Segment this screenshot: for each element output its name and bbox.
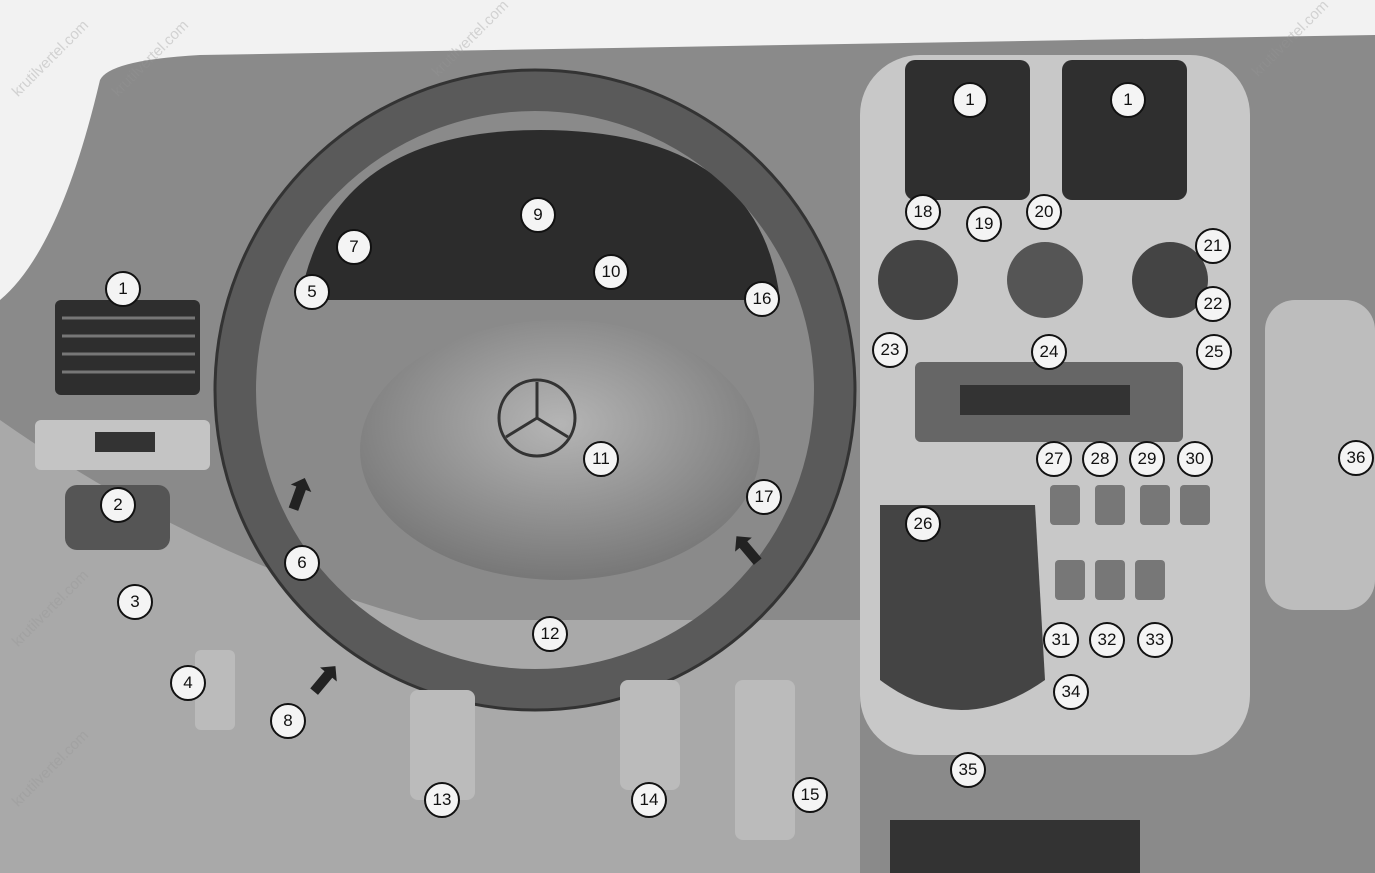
callout-34: 34	[1053, 674, 1089, 710]
callout-12: 12	[532, 616, 568, 652]
callout-1: 1	[952, 82, 988, 118]
climate-knob-left	[878, 240, 958, 320]
center-vent-right	[1062, 60, 1187, 200]
callout-14: 14	[631, 782, 667, 818]
climate-knob-right	[1132, 242, 1208, 318]
gear-shift-boot	[880, 505, 1045, 710]
callout-4: 4	[170, 665, 206, 701]
callout-27: 27	[1036, 441, 1072, 477]
callout-21: 21	[1195, 228, 1231, 264]
callout-7: 7	[336, 229, 372, 265]
left-vent	[55, 300, 200, 395]
callout-5: 5	[294, 274, 330, 310]
callout-3: 3	[117, 584, 153, 620]
callout-1: 1	[1110, 82, 1146, 118]
callout-22: 22	[1195, 286, 1231, 322]
callout-26: 26	[905, 506, 941, 542]
glovebox	[1265, 300, 1375, 610]
callout-17: 17	[746, 479, 782, 515]
callout-23: 23	[872, 332, 908, 368]
callout-35: 35	[950, 752, 986, 788]
callout-11: 11	[583, 441, 619, 477]
pedals	[195, 650, 795, 840]
mercedes-star-logo	[497, 378, 577, 458]
callout-30: 30	[1177, 441, 1213, 477]
callout-16: 16	[744, 281, 780, 317]
callout-24: 24	[1031, 334, 1067, 370]
climate-knob-center	[1007, 242, 1083, 318]
callout-10: 10	[593, 254, 629, 290]
callout-9: 9	[520, 197, 556, 233]
callout-20: 20	[1026, 194, 1062, 230]
callout-25: 25	[1196, 334, 1232, 370]
callout-8: 8	[270, 703, 306, 739]
callout-32: 32	[1089, 622, 1125, 658]
center-vent-left	[905, 60, 1030, 200]
storage-tray	[890, 820, 1140, 873]
callout-18: 18	[905, 194, 941, 230]
callout-19: 19	[966, 206, 1002, 242]
callout-13: 13	[424, 782, 460, 818]
callout-15: 15	[792, 777, 828, 813]
callout-33: 33	[1137, 622, 1173, 658]
callout-36: 36	[1338, 440, 1374, 476]
callout-31: 31	[1043, 622, 1079, 658]
callout-2: 2	[100, 487, 136, 523]
callout-1: 1	[105, 271, 141, 307]
callout-29: 29	[1129, 441, 1165, 477]
callout-6: 6	[284, 545, 320, 581]
steering-wheel-rim	[214, 69, 856, 711]
callout-28: 28	[1082, 441, 1118, 477]
